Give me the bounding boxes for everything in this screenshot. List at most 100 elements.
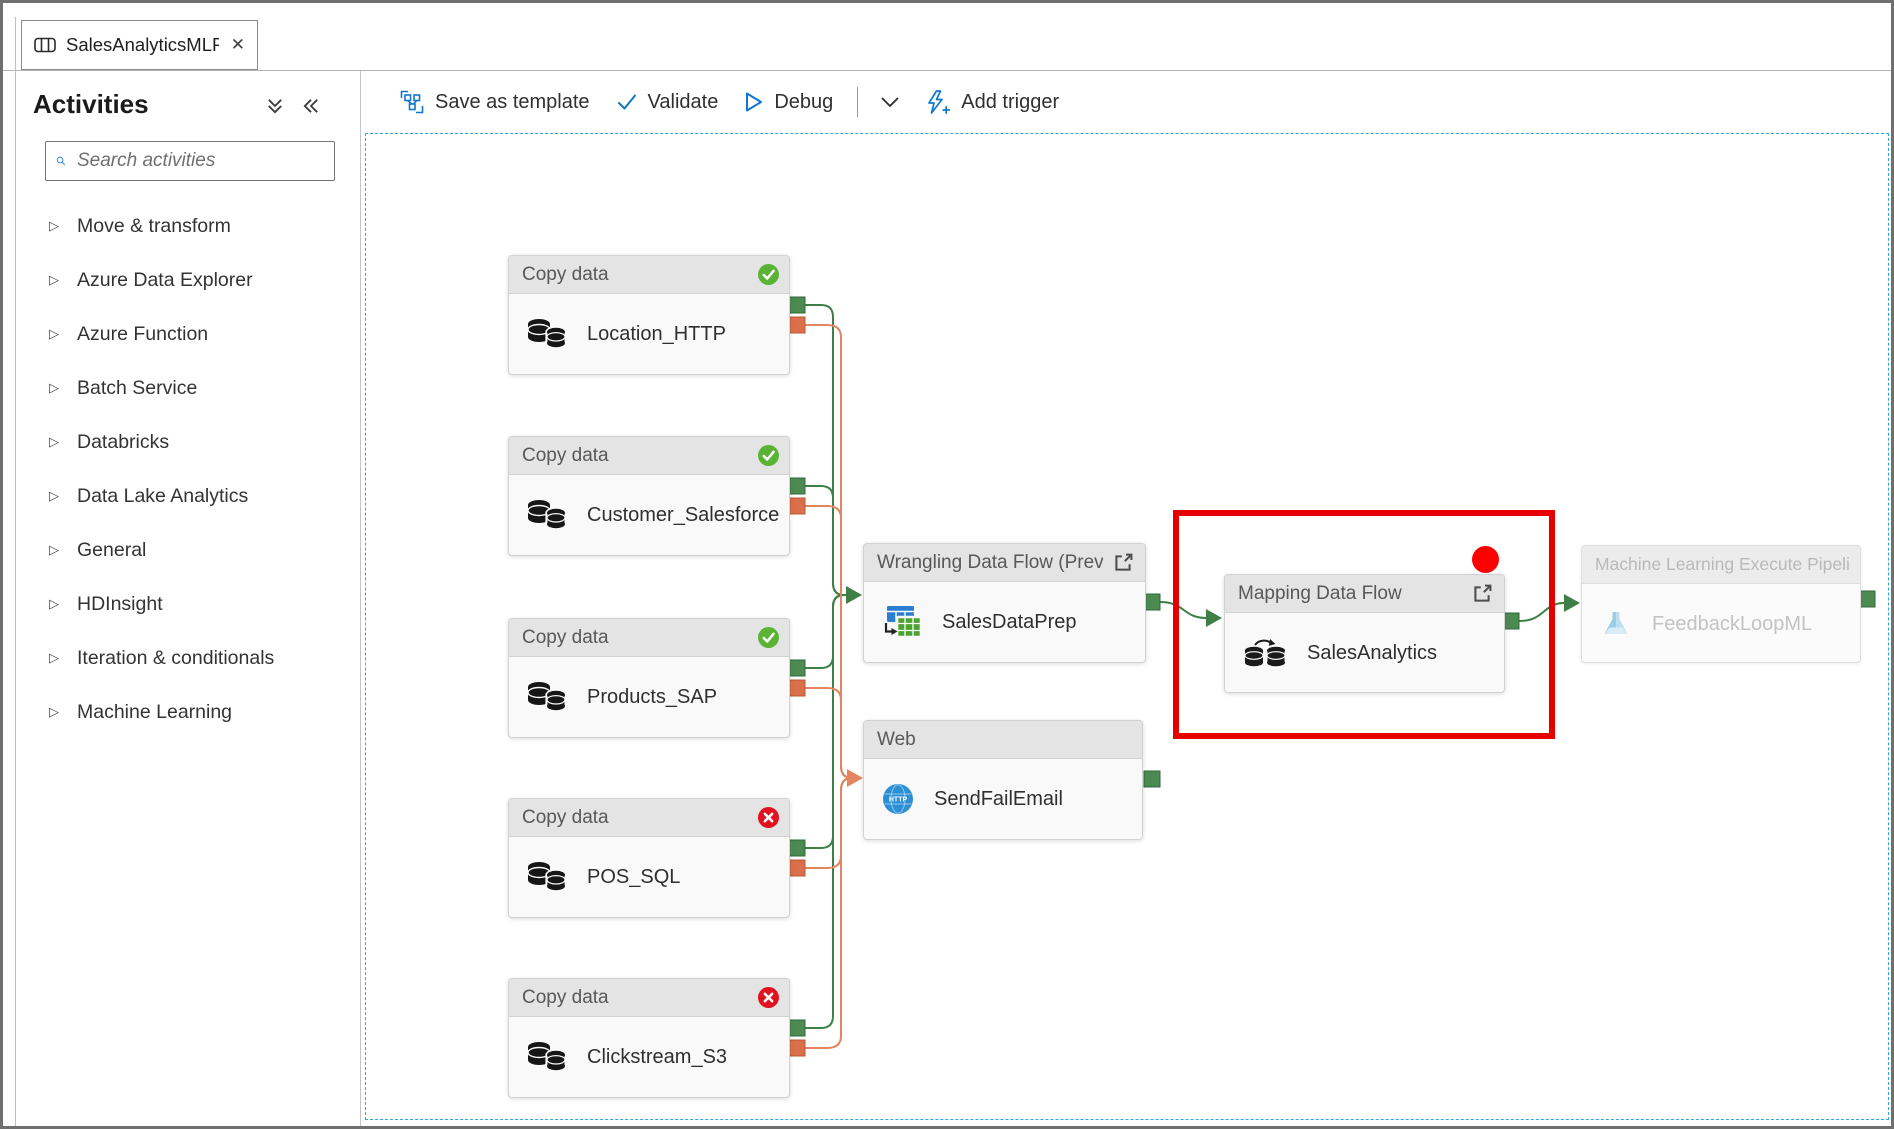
node-name-label: Customer_Salesforce — [587, 503, 780, 526]
left-edge-divider — [15, 17, 16, 1126]
expander-icon[interactable]: ▷ — [49, 326, 59, 341]
node-type-label: Copy data — [522, 444, 609, 466]
mapping-data-flow-icon — [1243, 636, 1287, 670]
tabbar-divider — [3, 70, 1891, 71]
expander-icon[interactable]: ▷ — [49, 380, 59, 395]
activities-search[interactable] — [45, 141, 335, 181]
sidebar-item-batch-service[interactable]: ▷ Batch Service — [16, 361, 360, 415]
node-type-label: Copy data — [522, 986, 609, 1008]
sidebar-item-label: Azure Function — [77, 322, 209, 345]
panel-divider — [360, 71, 361, 1126]
node-type-label: Mapping Data Flow — [1238, 582, 1402, 604]
activities-panel: Activities ▷ Move & transform ▷Azure Data… — [16, 71, 360, 1126]
activity-node-pos-sql[interactable]: Copy data POS_SQL — [508, 798, 790, 918]
activities-list: ▷ Move & transform ▷Azure Data Explorer ▷… — [16, 199, 360, 739]
activity-node-clickstream-s3[interactable]: Copy data Clickstream_S3 — [508, 978, 790, 1098]
activities-title: Activities — [33, 89, 149, 119]
node-type-label: Copy data — [522, 263, 609, 285]
machine-learning-flask-icon — [1600, 609, 1632, 639]
activity-node-location-http[interactable]: Copy data Location_HTTP — [508, 255, 790, 375]
sidebar-item-azure-data-explorer[interactable]: ▷Azure Data Explorer — [16, 253, 360, 307]
copy-data-icon — [527, 318, 567, 350]
web-http-icon — [882, 783, 914, 815]
activity-node-sendfailemail[interactable]: Web SendFailEmail — [863, 720, 1143, 840]
node-name-label: Products_SAP — [587, 685, 718, 708]
activity-node-products-sap[interactable]: Copy data Products_SAP — [508, 618, 790, 738]
sidebar-item-databricks[interactable]: ▷Databricks — [16, 415, 360, 469]
validate-button[interactable]: Validate — [610, 87, 725, 118]
failed-badge-icon — [758, 807, 779, 828]
save-as-template-button[interactable]: Save as template — [393, 85, 596, 119]
node-type-label: Web — [877, 728, 916, 750]
debug-options-dropdown[interactable] — [876, 92, 904, 112]
sidebar-item-label: Data Lake Analytics — [77, 484, 249, 507]
sidebar-item-label: Batch Service — [77, 376, 198, 399]
pipeline-icon — [34, 37, 56, 53]
copy-data-icon — [527, 1041, 567, 1073]
expander-icon[interactable]: ▷ — [49, 434, 59, 449]
activity-node-salesanalytics[interactable]: Mapping Data Flow SalesAnalytics — [1224, 574, 1505, 693]
checkmark-icon — [616, 91, 638, 113]
expander-icon[interactable]: ▷ — [49, 542, 59, 557]
node-name-label: POS_SQL — [587, 865, 681, 888]
sidebar-item-iteration-conditionals[interactable]: ▷Iteration & conditionals — [16, 631, 360, 685]
copy-data-icon — [527, 499, 567, 531]
expander-icon[interactable]: ▷ — [49, 704, 59, 719]
canvas-toolbar: Save as template Validate Debug Add trig… — [361, 71, 1891, 133]
sidebar-item-data-lake-analytics[interactable]: ▷ Data Lake Analytics — [16, 469, 360, 523]
sidebar-item-label: General — [77, 538, 147, 561]
node-type-label: Copy data — [522, 626, 609, 648]
node-name-label: FeedbackLoopML — [1652, 612, 1813, 635]
activity-node-feedbackloopml[interactable]: Machine Learning Execute Pipeline Feedba… — [1581, 545, 1861, 663]
collapse-all-icon[interactable] — [266, 97, 284, 115]
collapse-panel-icon[interactable] — [302, 97, 320, 115]
expander-icon[interactable]: ▷ — [49, 596, 59, 611]
success-badge-icon — [758, 264, 779, 285]
node-name-label: SalesAnalytics — [1307, 641, 1438, 664]
sidebar-item-label: HDInsight — [77, 592, 163, 615]
expander-icon[interactable]: ▷ — [49, 488, 59, 503]
save-as-template-label: Save as template — [435, 90, 590, 113]
node-type-label: Machine Learning Execute Pipeline — [1595, 554, 1850, 574]
wrangling-data-flow-icon — [882, 604, 922, 640]
debug-button[interactable]: Debug — [738, 87, 839, 118]
sidebar-item-general[interactable]: ▷ General — [16, 523, 360, 577]
toolbar-divider — [857, 87, 859, 117]
sidebar-item-azure-function[interactable]: ▷ Azure Function — [16, 307, 360, 361]
sidebar-item-label: Move & transform — [77, 214, 231, 237]
copy-data-icon — [527, 681, 567, 713]
expander-icon[interactable]: ▷ — [49, 218, 59, 233]
expander-icon[interactable]: ▷ — [49, 650, 59, 665]
chevron-down-icon — [880, 96, 900, 108]
activity-node-customer-salesforce[interactable]: Copy data Customer_Salesforce — [508, 436, 790, 556]
node-type-label: Wrangling Data Flow (Preview — [877, 551, 1103, 573]
sidebar-item-machine-learning[interactable]: ▷ Machine Learning — [16, 685, 360, 739]
search-input[interactable] — [75, 149, 324, 173]
pipeline-canvas[interactable] — [365, 133, 1889, 1120]
add-trigger-label: Add trigger — [961, 90, 1060, 113]
lightning-plus-icon — [924, 89, 951, 115]
pipeline-tab[interactable]: SalesAnalyticsMLPip... ✕ — [21, 20, 258, 70]
open-in-new-icon[interactable] — [1111, 551, 1135, 575]
node-type-label: Copy data — [522, 806, 609, 828]
tab-title: SalesAnalyticsMLPip... — [66, 34, 219, 55]
copy-data-icon — [527, 861, 567, 893]
sidebar-item-move-transform[interactable]: ▷ Move & transform — [16, 199, 360, 253]
add-trigger-button[interactable]: Add trigger — [918, 85, 1065, 119]
failed-badge-icon — [758, 987, 779, 1008]
success-badge-icon — [758, 627, 779, 648]
validate-label: Validate — [647, 90, 719, 113]
expander-icon[interactable]: ▷ — [49, 272, 59, 287]
open-in-new-icon[interactable] — [1470, 582, 1494, 606]
close-icon[interactable]: ✕ — [230, 35, 245, 54]
play-icon — [744, 91, 764, 113]
debug-label: Debug — [774, 90, 834, 113]
template-icon — [399, 89, 425, 115]
node-name-label: SendFailEmail — [934, 787, 1063, 810]
sidebar-item-hdinsight[interactable]: ▷ HDInsight — [16, 577, 360, 631]
activity-node-salesdataprep[interactable]: Wrangling Data Flow (Preview SalesDataPr… — [863, 543, 1146, 663]
node-name-label: Clickstream_S3 — [587, 1045, 728, 1068]
sidebar-item-label: Machine Learning — [77, 700, 233, 723]
node-name-label: SalesDataPrep — [942, 610, 1077, 633]
